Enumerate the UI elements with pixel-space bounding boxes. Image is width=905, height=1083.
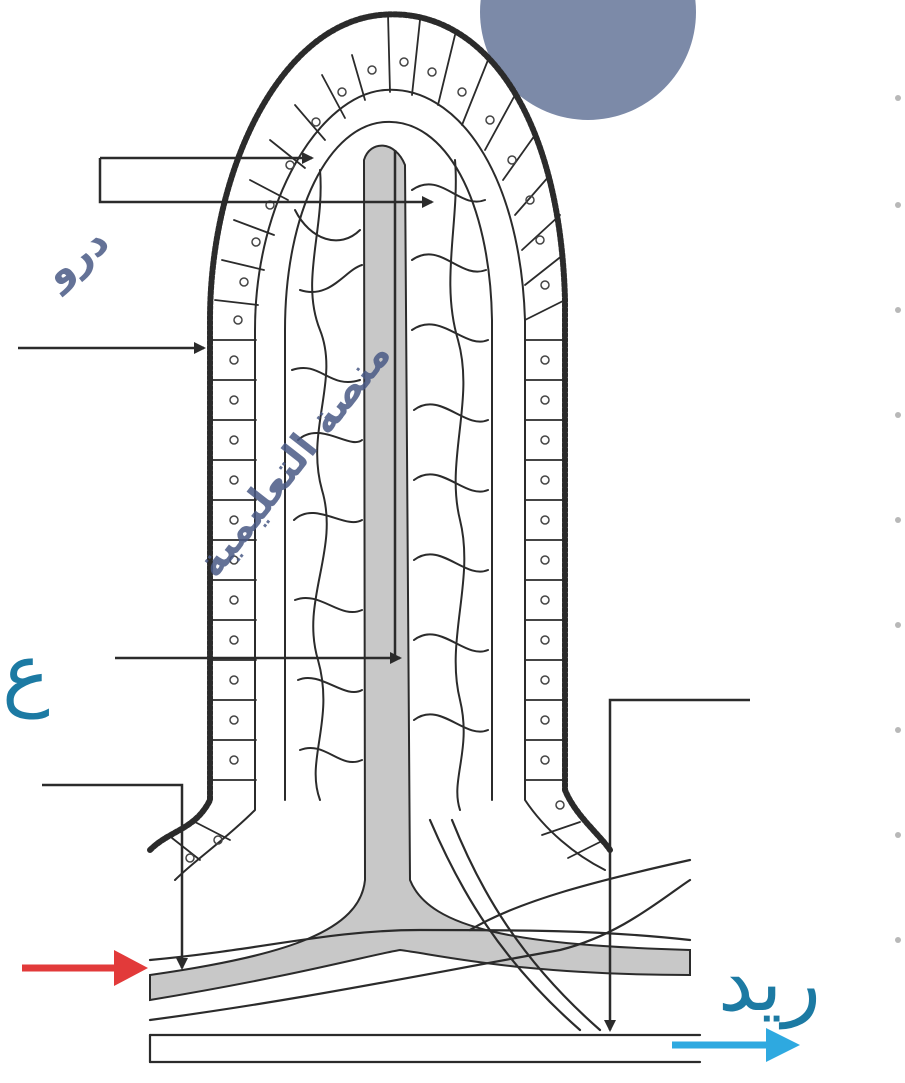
leader-line-5: [42, 785, 182, 968]
answer-line-dots: [895, 95, 901, 943]
outflow-arrow: [672, 1028, 800, 1062]
decorative-circle: [480, 0, 696, 120]
handwritten-bottom-right-note: ريد: [718, 936, 821, 1030]
epithelial-cells-right: [388, 14, 600, 858]
watermark-brand: درو: [34, 218, 118, 298]
inflow-arrow: [22, 950, 148, 986]
watermark: درو منصة التعليمية: [34, 218, 400, 586]
handwritten-left-note: ع: [2, 626, 50, 720]
